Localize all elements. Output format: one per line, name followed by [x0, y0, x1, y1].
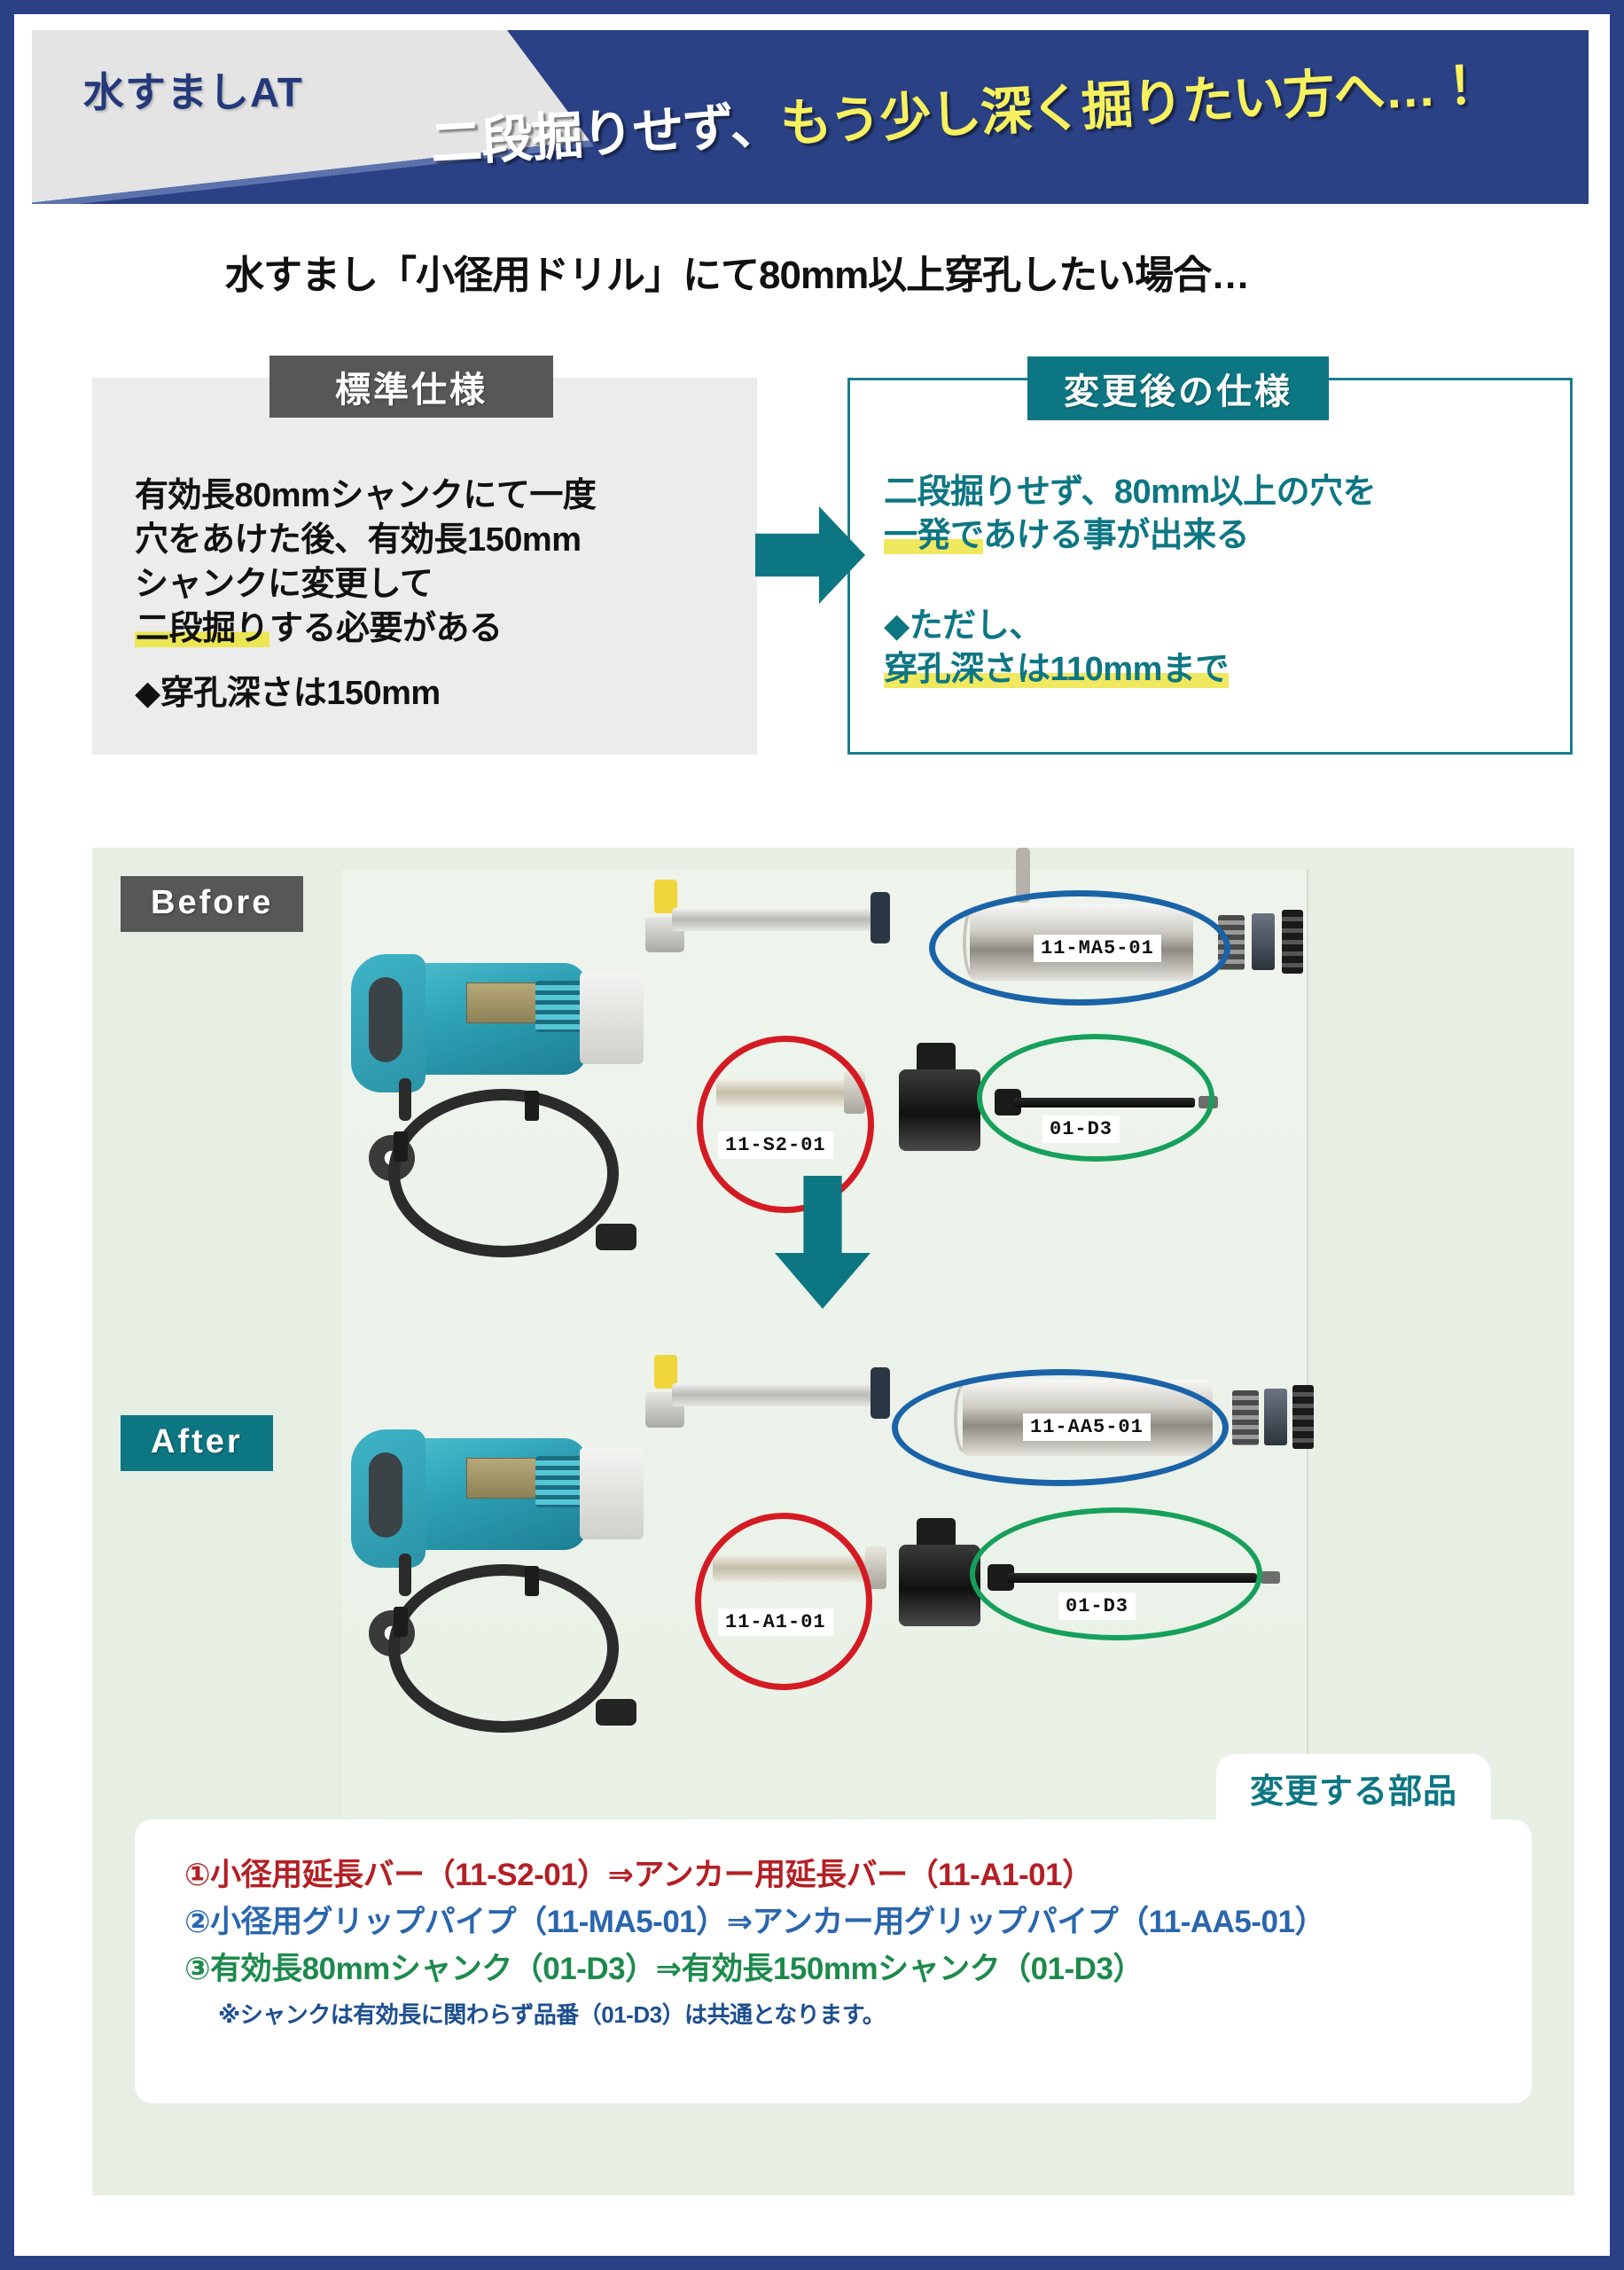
- chuck-part-b: [1264, 1389, 1287, 1445]
- photo-comparison-panel: Before After: [92, 848, 1574, 2196]
- shank-tip: [1261, 1571, 1280, 1584]
- drill-neck: [580, 1447, 644, 1539]
- new-spec-highlight: 一発で: [884, 517, 984, 555]
- new-spec-body: 二段掘りせず、80mm以上の穴を 一発であける事が出来る ◆ただし、 穿孔深さは…: [884, 471, 1377, 693]
- standard-spec-body: 有効長80mmシャンクにて一度 穴をあけた後、有効長150mm シャンクに変更し…: [135, 474, 597, 716]
- standard-spec-line-4-rest: する必要がある: [269, 610, 503, 648]
- extension-knob-yellow: [654, 880, 677, 913]
- motor-block: [899, 1069, 980, 1151]
- after-assembly-photo: 11-AA5-01 11-A1-01 01-D3: [342, 1344, 1314, 1761]
- extension-lever: [871, 1367, 890, 1419]
- parts-list: ①小径用延長バー（11-S2-01）⇒アンカー用延長バー（11-A1-01） ②…: [184, 1851, 1496, 2030]
- drill-cord-plug: [596, 1224, 636, 1250]
- motor-elbow: [917, 1043, 956, 1069]
- header-banner: 水すましAT 二段掘りせず、もう少し深く掘りたい方へ…！: [32, 30, 1589, 204]
- new-spec-caveat-1: ◆ただし、: [884, 607, 1042, 645]
- drill-grip-handle: [351, 1429, 426, 1568]
- parts-list-tab-label: 変更する部品: [1249, 1773, 1457, 1811]
- chuck-part-a: [1232, 1390, 1259, 1445]
- callout-ellipse-grip-pipe-before: [929, 890, 1230, 1006]
- label-grip-pipe-after: 11-AA5-01: [1023, 1413, 1151, 1441]
- label-shank-before: 01-D3: [1042, 1115, 1120, 1143]
- cord-tie-2: [525, 1091, 539, 1121]
- callout-ellipse-shank-after: [970, 1507, 1262, 1640]
- new-spec-line-2-rest: あける事が出来る: [983, 517, 1250, 555]
- parts-list-tab: 変更する部品: [1216, 1754, 1491, 1821]
- new-spec-panel: 変更後の仕様 二段掘りせず、80mm以上の穴を 一発であける事が出来る ◆ただし…: [847, 356, 1573, 755]
- callout-ellipse-shank-before: [977, 1034, 1214, 1162]
- part-item-1: ①小径用延長バー（11-S2-01）⇒アンカー用延長バー（11-A1-01）: [184, 1858, 1093, 1892]
- part-item-2: ②小径用グリップパイプ（11-MA5-01）⇒アンカー用グリップパイプ（11-A…: [184, 1905, 1325, 1940]
- label-ext-bar-before: 11-S2-01: [718, 1131, 833, 1159]
- new-spec-line-1: 二段掘りせず、80mm以上の穴を: [884, 474, 1377, 511]
- chuck-part-b: [1252, 913, 1275, 970]
- callout-ellipse-grip-pipe-after: [892, 1369, 1229, 1486]
- standard-spec-line-2: 穴をあけた後、有効長150mm: [135, 521, 582, 560]
- label-ext-bar-after: 11-A1-01: [718, 1609, 833, 1636]
- upper-extension-bar: [672, 1383, 876, 1406]
- after-badge: After: [121, 1415, 273, 1471]
- cord-tie-1: [394, 1131, 408, 1162]
- standard-spec-note: ◆穿孔深さは150mm: [135, 674, 441, 712]
- before-badge: Before: [121, 876, 304, 932]
- drill-power-cord: [388, 1564, 619, 1733]
- drill-nameplate: [466, 1458, 543, 1499]
- part-item-3: ③有効長80mmシャンク（01-D3）⇒有効長150mmシャンク（01-D3）: [184, 1952, 1144, 1987]
- motor-block: [899, 1545, 980, 1626]
- standard-spec-tag: 標準仕様: [269, 356, 553, 418]
- motor-elbow: [917, 1518, 956, 1545]
- chuck-part-c: [1292, 1385, 1314, 1449]
- parts-list-note: ※シャンクは有効長に関わらず品番（01-D3）は共通となります。: [218, 2000, 886, 2028]
- drill-cord-tail: [399, 1554, 411, 1596]
- cord-tie-1: [394, 1607, 408, 1637]
- new-spec-line-2: 一発であける事が出来る: [884, 514, 1376, 558]
- extension-knob-yellow: [654, 1355, 677, 1389]
- before-assembly-photo: 11-MA5-01 11-S2-01 01-D3: [342, 848, 1308, 1286]
- drill-cord-plug: [596, 1699, 636, 1726]
- grip-pipe-hook: [1016, 848, 1030, 903]
- brand-title: 水すましAT: [83, 69, 303, 115]
- drill-power-cord: [388, 1089, 619, 1257]
- new-spec-caveat-2: 穿孔深さは110mmまで: [884, 648, 1376, 692]
- extension-lever: [871, 892, 890, 943]
- cord-tie-2: [525, 1566, 539, 1596]
- banner-navy-wedge: [507, 30, 1589, 204]
- parts-list-card: ①小径用延長バー（11-S2-01）⇒アンカー用延長バー（11-A1-01） ②…: [135, 1820, 1532, 2103]
- spec-comparison-row: 標準仕様 有効長80mmシャンクにて一度 穴をあけた後、有効長150mm シャン…: [14, 356, 1624, 781]
- standard-spec-panel: 標準仕様 有効長80mmシャンクにて一度 穴をあけた後、有効長150mm シャン…: [92, 356, 757, 755]
- label-shank-after: 01-D3: [1058, 1593, 1136, 1620]
- standard-spec-line-4: 二段掘りする必要がある: [135, 607, 596, 651]
- drill-neck: [580, 972, 644, 1064]
- new-spec-depth-highlight: 穿孔深さは110mmまで: [884, 651, 1229, 689]
- drill-nameplate: [466, 982, 543, 1023]
- standard-spec-line-1: 有効長80mmシャンクにて一度: [135, 477, 597, 514]
- new-spec-tag: 変更後の仕様: [1027, 356, 1329, 420]
- callout-ellipse-ext-bar-before: [697, 1036, 874, 1213]
- drill-cord-tail: [399, 1078, 411, 1121]
- upper-extension-bar: [672, 908, 876, 931]
- page-subtitle: 水すまし「小径用ドリル」にて80mm以上穿孔したい場合…: [225, 254, 1250, 297]
- callout-ellipse-ext-bar-after: [695, 1513, 872, 1690]
- standard-spec-line-3: シャンクに変更して: [135, 566, 433, 604]
- label-grip-pipe-before: 11-MA5-01: [1034, 935, 1161, 962]
- chuck-part-c: [1282, 910, 1303, 974]
- standard-spec-highlight: 二段掘り: [135, 610, 270, 648]
- drill-grip-handle: [351, 954, 426, 1092]
